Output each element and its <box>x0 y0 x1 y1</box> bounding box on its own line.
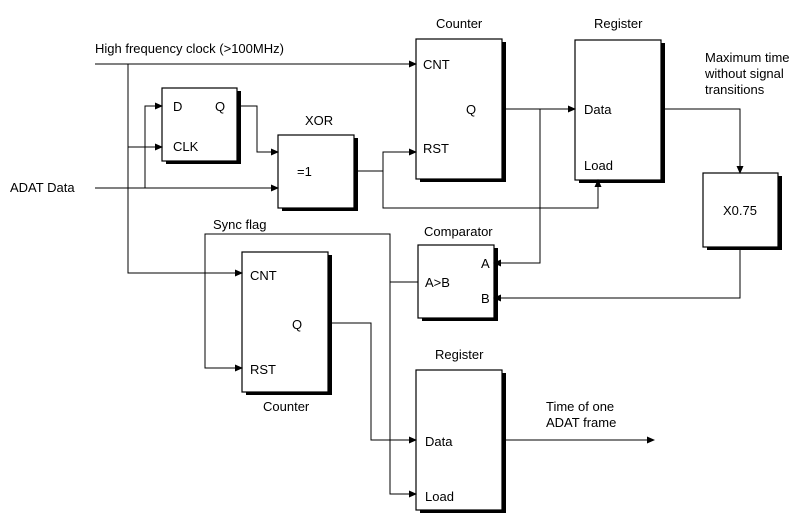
comparator-a-label: A <box>481 256 490 271</box>
register-2 <box>415 369 506 513</box>
comparator-block <box>417 244 498 321</box>
register2-data-label: Data <box>425 434 453 449</box>
counter1-q-label: Q <box>466 102 476 117</box>
register-1 <box>574 39 665 183</box>
sync-flag-label: Sync flag <box>213 217 266 232</box>
register-to-multiplier-wire <box>661 108 744 174</box>
adat-data-label: ADAT Data <box>10 180 75 195</box>
xor-to-register-load-wire <box>382 171 602 209</box>
xor-title: XOR <box>305 113 333 128</box>
counter-1 <box>415 38 506 182</box>
frame-time-label-line1: Time of one <box>546 399 614 414</box>
counter1-rst-label: RST <box>423 141 449 156</box>
counter2-cnt-label: CNT <box>250 268 277 283</box>
register1-data-label: Data <box>584 102 612 117</box>
multiplier-to-comparator-b-wire <box>493 247 741 302</box>
counter-2 <box>241 251 332 395</box>
multiplier-block <box>702 172 782 250</box>
comparator-b-label: B <box>481 291 490 306</box>
counter1-title: Counter <box>436 16 483 31</box>
comparator-title: Comparator <box>424 224 493 239</box>
flipflop-q-label: Q <box>215 99 225 114</box>
xor-gate <box>277 134 358 211</box>
flipflop-q-to-xor-wire <box>237 105 279 156</box>
wires <box>95 60 744 498</box>
frame-time-label-line2: ADAT frame <box>546 415 616 430</box>
counter2-q-to-register2-data-wire <box>328 322 417 444</box>
counter2-q-label: Q <box>292 317 302 332</box>
register1-load-label: Load <box>584 158 613 173</box>
flipflop-clk-label: CLK <box>173 139 199 154</box>
counter1-cnt-label: CNT <box>423 57 450 72</box>
multiplier-label: X0.75 <box>723 203 757 218</box>
clock-label: High frequency clock (>100MHz) <box>95 41 284 56</box>
clock-to-counter2-wire <box>127 64 243 277</box>
register2-load-label: Load <box>425 489 454 504</box>
register2-title: Register <box>435 347 484 362</box>
comparator-op-label: A>B <box>425 275 450 290</box>
max-time-label-line3: transitions <box>705 82 765 97</box>
max-time-label-line2: without signal <box>704 66 784 81</box>
xor-to-counter-rst-wire <box>354 148 417 172</box>
adat-to-flipflop-d-wire <box>144 102 163 188</box>
counter2-rst-label: RST <box>250 362 276 377</box>
counter2-title: Counter <box>263 399 310 414</box>
sync-flag-wire <box>204 233 418 372</box>
counter-q-to-comparator-a-wire <box>493 109 541 267</box>
flipflop-d-label: D <box>173 99 182 114</box>
sync-flag-to-register2-load-wire <box>389 282 417 498</box>
max-time-label-line1: Maximum time <box>705 50 790 65</box>
xor-symbol: =1 <box>297 164 312 179</box>
register1-title: Register <box>594 16 643 31</box>
d-flipflop <box>161 87 241 164</box>
